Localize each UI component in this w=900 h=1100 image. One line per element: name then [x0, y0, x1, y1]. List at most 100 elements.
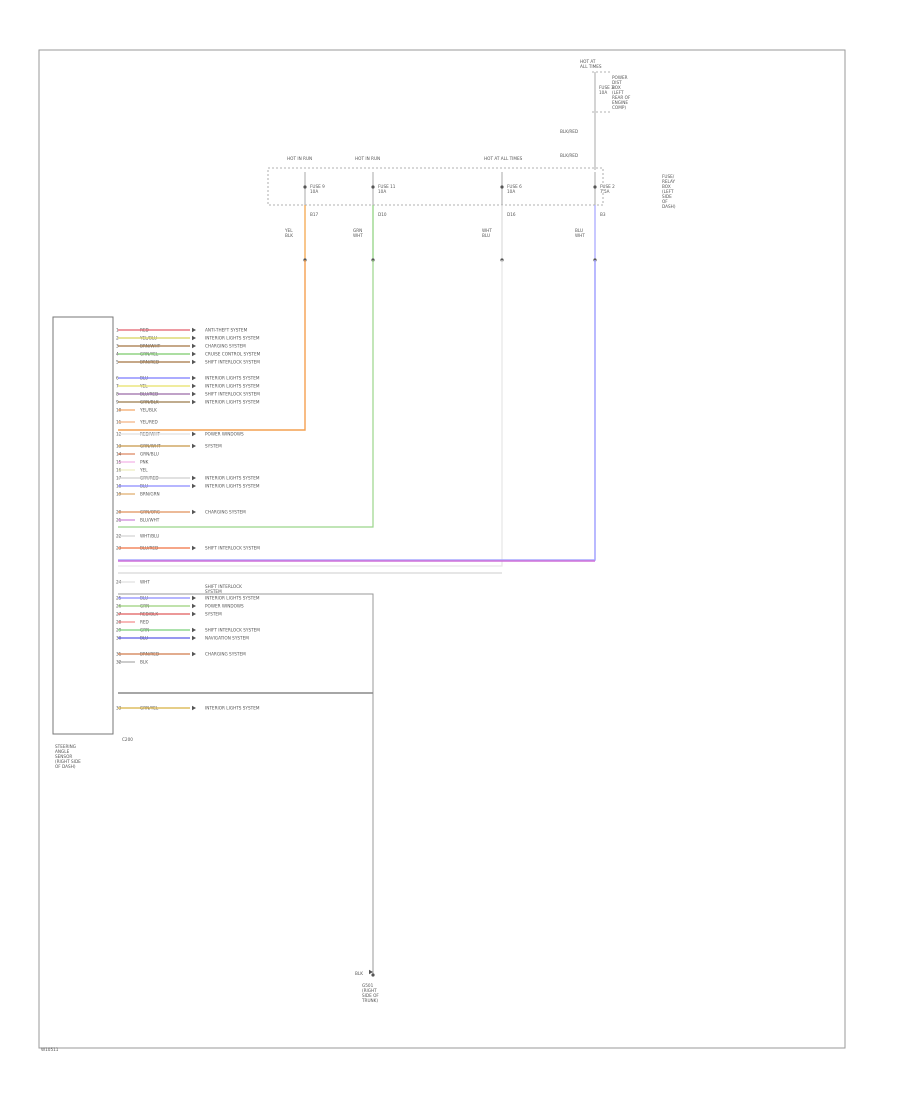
pin-number: 5 [116, 359, 119, 364]
pin-number: 3 [116, 343, 119, 348]
destination-arrow-icon [192, 651, 196, 657]
wire-blu-wht [118, 260, 596, 561]
fuse-label: FUSE 11 [378, 184, 396, 189]
destination-arrow-icon [192, 611, 196, 617]
footer-code: W10511 [41, 1047, 59, 1052]
pin-wire-color: GRN/BLU [140, 451, 159, 456]
pin-destination: SHIFT INTERLOCK SYSTEM [205, 627, 260, 632]
ground-icon [369, 969, 373, 975]
destination-arrow-icon [192, 483, 196, 489]
pin-wire-color: YEL/BLK [139, 407, 157, 412]
fuse-label: FUSE 9 [310, 184, 325, 189]
shift-interlock-label: SYSTEM [205, 589, 222, 594]
fuse-wire-color: BLU [575, 228, 583, 233]
diagram-frame [38, 49, 846, 1049]
fuse-amp: 10A [378, 189, 386, 194]
pin-number: 4 [116, 351, 119, 356]
fuse-wire-color: WHT [353, 233, 363, 238]
splice-label: BLK/RED [560, 153, 578, 158]
destination-arrow-icon [192, 443, 196, 449]
destination-arrow-icon [192, 383, 196, 389]
pin-destination: POWER WINDOWS [205, 431, 244, 436]
wire-shift-interlock [118, 593, 374, 975]
fuse-wire-color: BLU [482, 233, 490, 238]
fuse-box-label: BOX [662, 184, 671, 189]
pin-number: 1 [116, 327, 119, 332]
pin-number: 2 [116, 335, 119, 340]
pin-wire-color: BRN/GRN [140, 491, 160, 496]
destination-arrow-icon [192, 545, 196, 551]
fuse-amp: 7.5A [600, 189, 610, 194]
destination-arrow-icon [192, 335, 196, 341]
fuse-amp: 10A [507, 189, 515, 194]
pin-number: 7 [116, 383, 119, 388]
power-dist-box-label: BOX [612, 85, 621, 90]
fuse-pin: D16 [507, 212, 516, 217]
pin-destination: SHIFT INTERLOCK SYSTEM [205, 391, 260, 396]
fuse-label: FUSE 6 [507, 184, 522, 189]
pin-wire-color: WHT/BLU [140, 533, 159, 538]
fuse-wire-color: YEL [284, 228, 293, 233]
fuse-box-label: SIDE [662, 194, 672, 199]
top-fuse-header: HOT AT [580, 59, 596, 64]
module-connector-label: C200 [122, 737, 133, 742]
fuse-box-label: RELAY [662, 179, 676, 184]
pin-wire-color: PNK [140, 459, 149, 464]
module-label: SENSOR [55, 754, 72, 759]
pin-wire-color: WHT [140, 579, 150, 584]
steering-angle-sensor-box [52, 316, 114, 735]
destination-arrow-icon [192, 359, 196, 365]
fuse-header: HOT AT ALL TIMES [484, 156, 523, 161]
fuse-box-label: (LEFT [662, 189, 674, 194]
top-fuse-label: FUSE 3 [599, 85, 614, 90]
pin-destination: ANTI-THEFT SYSTEM [205, 327, 248, 332]
pin-destination: INTERIOR LIGHTS SYSTEM [205, 399, 260, 404]
fuse-icon [593, 185, 597, 189]
destination-arrow-icon [192, 705, 196, 711]
destination-arrow-icon [192, 375, 196, 381]
destination-arrow-icon [192, 399, 196, 405]
fuse-wire-color: WHT [482, 228, 492, 233]
module-label: ANGLE [55, 749, 70, 754]
destination-arrow-icon [192, 509, 196, 515]
wire-yel-blk [118, 260, 306, 431]
pin-destination: SHIFT INTERLOCK SYSTEM [205, 359, 260, 364]
destination-arrow-icon [192, 391, 196, 397]
pin-wire-color: YEL [139, 467, 148, 472]
ground-label: SIDE OF [362, 993, 379, 998]
pin-destination: CHARGING SYSTEM [205, 343, 246, 348]
destination-arrow-icon [192, 627, 196, 633]
pin-destination: CHARGING SYSTEM [205, 651, 246, 656]
destination-arrow-icon [192, 595, 196, 601]
pin-wire-color: BLU/WHT [140, 517, 160, 522]
fuse-header: HOT IN RUN [287, 156, 312, 161]
fuse-icon [303, 185, 307, 189]
ground-label: G501 [362, 983, 374, 988]
power-dist-box-label: COMP) [612, 105, 626, 110]
module-label: OF DASH) [55, 764, 76, 769]
power-dist-box-label: DIST [612, 80, 622, 85]
pin-destination: CRUISE CONTROL SYSTEM [205, 351, 261, 356]
pin-wire-color: RED [140, 619, 149, 624]
shift-interlock-label: SHIFT INTERLOCK [205, 584, 242, 589]
destination-arrow-icon [192, 635, 196, 641]
fuse-label: FUSE 2 [600, 184, 615, 189]
destination-arrow-icon [192, 475, 196, 481]
ground-label: (RIGHT [362, 988, 377, 993]
destination-arrow-icon [192, 351, 196, 357]
power-dist-box-label: REAR OF [612, 95, 631, 100]
pin-destination: INTERIOR LIGHTS SYSTEM [205, 595, 260, 600]
fuse-wire-color: WHT [575, 233, 585, 238]
destination-arrow-icon [192, 327, 196, 333]
pin-number: 9 [116, 399, 119, 404]
wire-wht-blu [118, 260, 503, 567]
fuse-header: HOT IN RUN [355, 156, 380, 161]
pin-destination: SYSTEM [205, 611, 222, 616]
splice-label: BLK/RED [560, 129, 578, 134]
fuse-relay-box [267, 167, 604, 206]
pin-wire-color: BLK [140, 659, 148, 664]
fuse-pin: B17 [310, 212, 319, 217]
module-label: STEERING [55, 744, 76, 749]
top-fuse-amp: 10A [599, 90, 607, 95]
